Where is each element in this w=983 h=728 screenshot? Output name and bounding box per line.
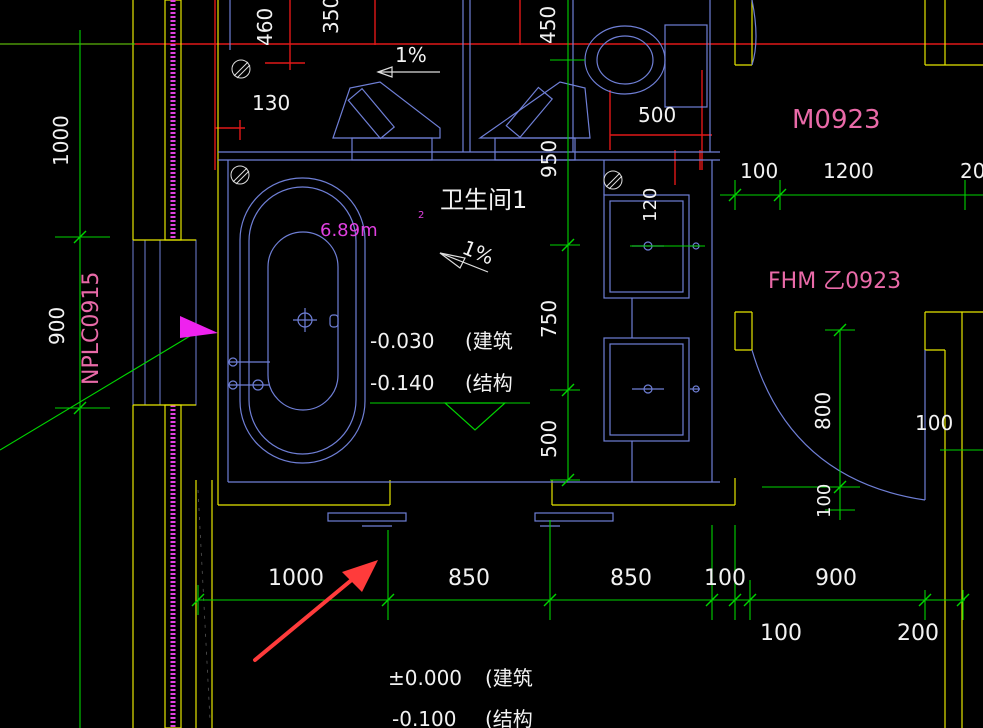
dim-750: 750: [537, 300, 561, 338]
slope-upper-label: 1%: [395, 43, 427, 67]
dim-460: 460: [253, 8, 277, 46]
elev-struct-label: -0.140: [370, 371, 434, 395]
dim-850-b: 850: [610, 566, 652, 591]
elev-arch-note: (建筑: [465, 329, 513, 353]
dim-20: 20: [960, 159, 983, 183]
door-m-label: M0923: [792, 105, 881, 135]
dim-500-top: 500: [638, 103, 676, 127]
dim-450: 450: [536, 6, 560, 44]
dim-100-small: 100: [814, 484, 835, 518]
dim-950: 950: [537, 140, 561, 178]
dim-200: 200: [897, 621, 939, 646]
left-wall: [132, 0, 213, 728]
elev-struct-note: (结构: [465, 371, 513, 395]
dim-350: 350: [319, 0, 343, 34]
area-value-label: 6.89m: [320, 220, 378, 241]
slope-arrows: [376, 66, 489, 273]
door-fhm-label: FHM 乙0923: [768, 269, 901, 294]
floor-struct-label: -0.100: [392, 707, 456, 728]
floor-arch-label: ±0.000: [388, 666, 462, 690]
dim-120: 120: [640, 188, 661, 222]
dim-800: 800: [811, 392, 835, 430]
dimension-ticks: [73, 188, 970, 607]
dim-900-left: 900: [45, 307, 69, 345]
axis-lines: [0, 0, 983, 185]
floor-drains: [230, 59, 623, 190]
dim-100-low: 100: [760, 621, 802, 646]
room-name-label: 卫生间1: [440, 186, 527, 214]
floor-struct-note: (结构: [485, 707, 533, 728]
dim-1000-bottom: 1000: [268, 566, 324, 591]
elevation-marker: [443, 402, 507, 431]
dim-850-a: 850: [448, 566, 490, 591]
elev-arch-label: -0.030: [370, 329, 434, 353]
dim-1200: 1200: [823, 159, 874, 183]
dim-1000-left: 1000: [49, 115, 73, 166]
annotation-arrow: [253, 560, 378, 662]
dim-100-b: 100: [704, 566, 746, 591]
area-exponent-label: 2: [418, 210, 424, 221]
window-marker: [180, 316, 218, 338]
dim-100-a: 100: [740, 159, 778, 183]
dim-100-right: 100: [915, 411, 953, 435]
dim-500-mid: 500: [537, 420, 561, 458]
dim-900-bottom: 900: [815, 566, 857, 591]
dim-130: 130: [252, 91, 290, 115]
floor-arch-note: (建筑: [485, 666, 533, 690]
window-npl-label: NPLC0915: [79, 272, 104, 385]
bathroom-walls: [217, 0, 983, 728]
